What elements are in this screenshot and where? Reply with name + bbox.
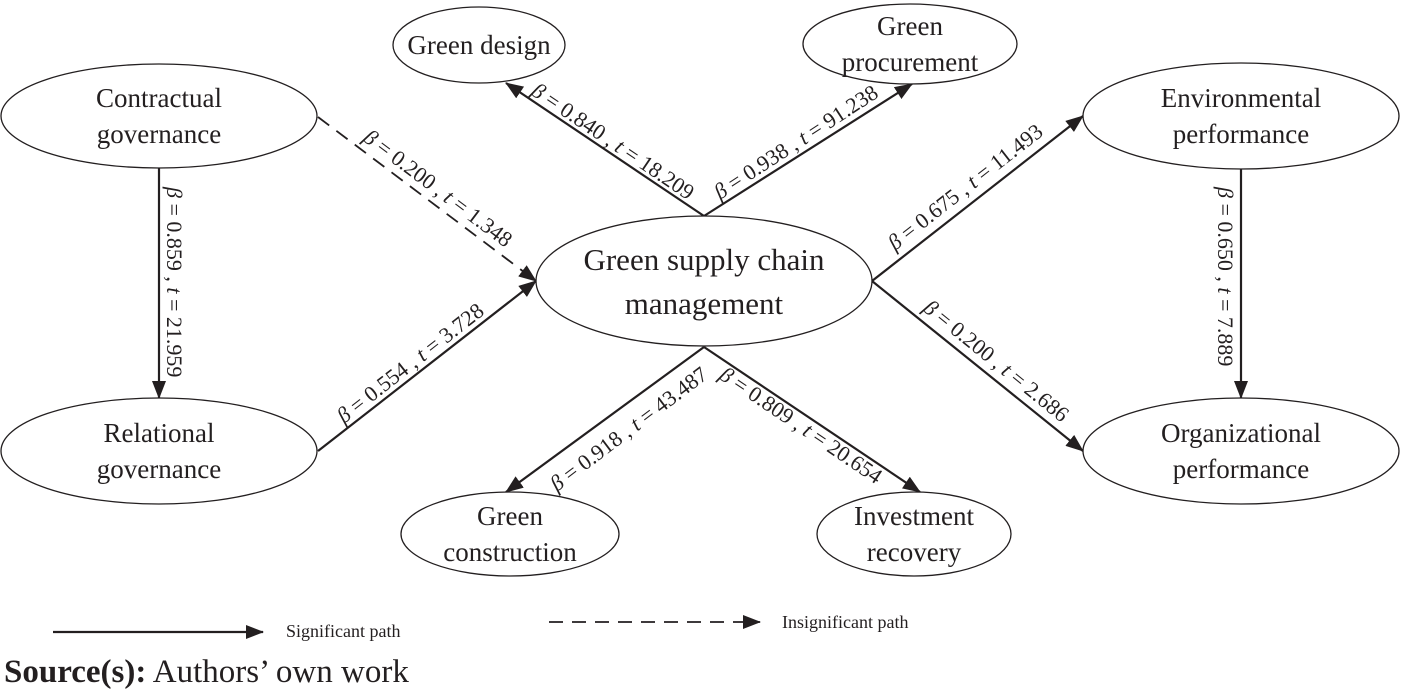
node-label-line: construction	[443, 537, 577, 567]
path-coefficient-label-gscm-organizational: β = 0.200 , t = 2.686	[918, 294, 1074, 427]
t-value: = 91.238	[798, 80, 882, 147]
node-ellipse	[816, 491, 1012, 577]
path-coefficient-label-gscm-procurement: β = 0.938 , t = 91.238	[708, 80, 882, 205]
path-coefficient-label-gscm-environmental: β = 0.675 , t = 11.493	[882, 119, 1048, 256]
node-label-line: Organizational	[1161, 418, 1321, 448]
node-label-line: Environmental	[1161, 83, 1321, 113]
beta-value: = 0.859	[162, 198, 187, 271]
node-label-line: recovery	[867, 537, 962, 567]
beta-value: = 0.650	[1213, 198, 1238, 271]
path-coefficient-label-relational-gscm: β = 0.554 , t = 3.728	[331, 298, 489, 429]
source-text: Authors’ own work	[146, 654, 409, 690]
node-ellipse	[0, 63, 318, 169]
node-label-line: Green	[477, 501, 543, 531]
path-arrow-contractual-gscm	[317, 116, 537, 282]
source-label: Source(s):	[4, 654, 147, 690]
node-design: Green design	[392, 6, 566, 84]
legend-significant-label: Significant path	[286, 621, 400, 641]
t-value: = 3.728	[416, 298, 489, 363]
t-value: = 20.654	[804, 421, 888, 489]
beta-value: = 0.554	[340, 357, 413, 422]
t-symbol: t	[1213, 287, 1238, 294]
node-ellipse	[1082, 397, 1400, 505]
beta-value: = 0.918	[554, 426, 627, 490]
path-arrow-gscm-procurement	[703, 83, 913, 217]
node-label-line: Contractual	[96, 83, 222, 113]
path-coefficient-label-gscm-construction: β = 0.918 , t = 43.487	[544, 361, 712, 496]
node-label-line: Relational	[104, 418, 215, 448]
node-label-line: governance	[97, 119, 221, 149]
node-label-line: Green supply chain	[583, 242, 825, 277]
beta-symbol: β	[162, 186, 187, 198]
nodes-layer: ContractualgovernanceRelationalgovernanc…	[0, 3, 1400, 577]
node-label-line: management	[625, 286, 784, 321]
path-arrow-gscm-organizational	[871, 280, 1084, 452]
beta-symbol: β	[1213, 186, 1238, 198]
node-gscm: Green supply chain management	[535, 215, 873, 347]
node-relational: Relational governance	[0, 397, 318, 505]
path-coefficient-label-contractual-gscm: β = 0.200 , t = 1.348	[358, 123, 517, 252]
node-organizational: Organizational performance	[1082, 397, 1400, 505]
node-label-line: Investment	[854, 501, 974, 531]
t-value: = 18.209	[616, 137, 700, 205]
node-label-line: Green design	[407, 30, 551, 60]
node-ellipse	[802, 3, 1018, 85]
path-arrow-gscm-design	[505, 82, 705, 217]
path-coefficient-label-gscm-design: β = 0.840 , t = 18.209	[526, 77, 699, 205]
node-ellipse	[1082, 62, 1400, 170]
path-arrow-gscm-recovery	[703, 346, 921, 493]
node-label-line: performance	[1173, 454, 1309, 484]
node-ellipse	[392, 6, 566, 84]
beta-value: = 0.840	[536, 84, 610, 146]
node-label-line: Green	[877, 11, 943, 41]
path-arrow-gscm-construction	[505, 346, 705, 493]
node-label-line: performance	[1173, 119, 1309, 149]
source-caption: Source(s): Authors’ own work	[4, 654, 409, 691]
t-symbol: t	[162, 287, 187, 294]
node-ellipse	[535, 215, 873, 347]
legend: Significant path Insignificant path	[53, 612, 908, 641]
beta-value: = 0.809	[724, 368, 798, 430]
t-value: = 21.959	[162, 294, 187, 378]
node-ellipse	[400, 491, 620, 577]
separator: ,	[1213, 271, 1238, 288]
node-contractual: Contractual governance	[0, 63, 318, 169]
path-arrow-relational-gscm	[317, 280, 537, 452]
separator: ,	[162, 271, 187, 288]
path-arrow-gscm-environmental	[871, 115, 1084, 282]
node-ellipse	[0, 397, 318, 505]
node-label-line: procurement	[842, 47, 979, 77]
node-construction: Green construction	[400, 491, 620, 577]
node-procurement: Green procurement	[802, 3, 1018, 85]
node-environmental: Environmental performance	[1082, 62, 1400, 170]
t-value: = 7.889	[1213, 294, 1238, 367]
edges-layer	[152, 82, 1248, 493]
path-coefficient-label-contractual-relational: β = 0.859 , t = 21.959	[162, 186, 187, 377]
legend-insignificant-label: Insignificant path	[782, 612, 908, 632]
node-recovery: Investment recovery	[816, 491, 1012, 577]
node-label-line: governance	[97, 454, 221, 484]
path-coefficient-label-gscm-recovery: β = 0.809 , t = 20.654	[714, 361, 887, 489]
path-coefficient-label-environmental-organizational: β = 0.650 , t = 7.889	[1213, 186, 1238, 366]
